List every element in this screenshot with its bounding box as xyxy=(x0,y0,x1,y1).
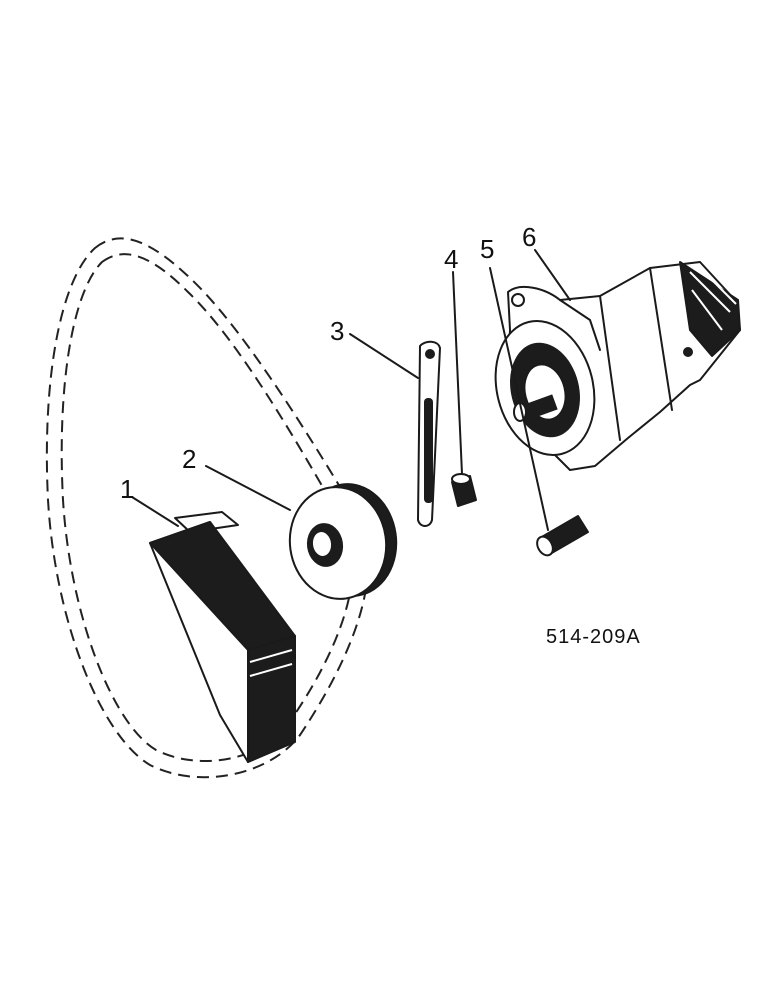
spacer-part xyxy=(451,473,477,507)
callout-4: 4 xyxy=(444,244,458,274)
leader-lines xyxy=(131,249,571,531)
callout-2: 2 xyxy=(182,444,196,474)
leader-line-2 xyxy=(205,465,291,511)
diagram-reference-number: 514-209A xyxy=(546,626,641,648)
alternator-part xyxy=(494,261,741,471)
leader-line-6 xyxy=(534,249,571,301)
bushing-part xyxy=(536,515,589,557)
callout-3: 3 xyxy=(330,316,344,346)
leader-line-4 xyxy=(452,271,463,475)
leader-line-5 xyxy=(489,267,549,531)
callout-6: 6 xyxy=(522,222,536,252)
leader-line-3 xyxy=(349,333,419,379)
callout-1: 1 xyxy=(120,474,134,504)
callout-5: 5 xyxy=(480,234,494,264)
adjusting-strap-part xyxy=(417,340,441,527)
belt-guard-part xyxy=(149,511,296,763)
leader-line-1 xyxy=(131,496,179,527)
pulley-part xyxy=(288,483,398,600)
